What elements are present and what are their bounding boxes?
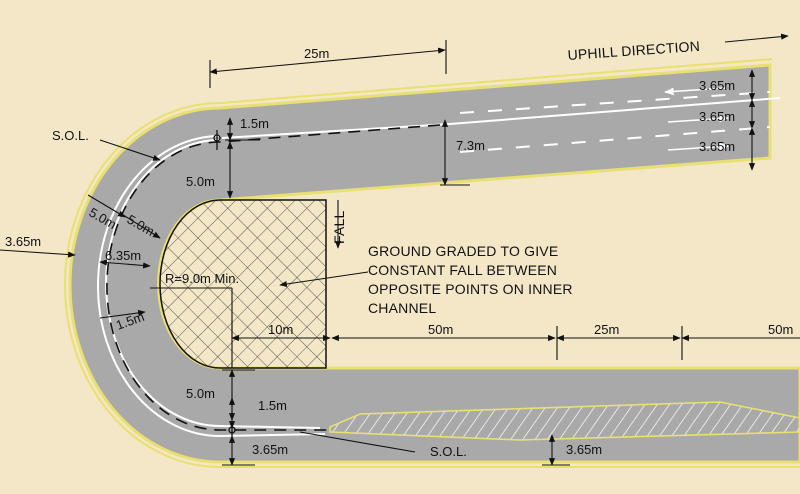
dim-top-5-0: 5.0m xyxy=(186,174,215,189)
note-line-1: GROUND GRADED TO GIVE xyxy=(368,243,558,259)
dim-low-1-5: 1.5m xyxy=(258,398,287,413)
sol-line xyxy=(106,124,441,431)
road-surface xyxy=(68,63,800,464)
note-line-2: CONSTANT FALL BETWEEN xyxy=(368,262,557,278)
sol-label-top: S.O.L. xyxy=(52,128,89,143)
dimension-lines xyxy=(0,33,800,466)
dim-low-5-0: 5.0m xyxy=(186,386,215,401)
dim-left-6-35: 6.35m xyxy=(105,248,141,263)
tapered-island xyxy=(329,401,800,441)
dim-top-1-5: 1.5m xyxy=(240,116,269,131)
dim-bot-10: 10m xyxy=(268,322,293,337)
top-lane-line xyxy=(221,97,781,139)
radius-label: R=9.0m Min. xyxy=(165,271,239,286)
traffic-arrows xyxy=(664,87,729,151)
sight-marker-icons xyxy=(213,130,236,440)
top-dashed-line-2 xyxy=(459,126,771,153)
top-dashed-line-1 xyxy=(459,91,771,114)
note-line-4: CHANNEL xyxy=(368,300,436,316)
dim-low-3-65b: 3.65m xyxy=(566,442,602,457)
sol-label-bottom: S.O.L. xyxy=(430,444,467,459)
dim-lane1: 3.65m xyxy=(699,78,735,93)
direction-label: UPHILL DIRECTION xyxy=(567,38,700,63)
dim-left-3-65: 3.65m xyxy=(5,234,41,249)
graded-ground-area xyxy=(159,199,327,369)
curve-lane-line-1 xyxy=(97,135,326,438)
dim-7-3: 7.3m xyxy=(456,138,485,153)
dim-lane2: 3.65m xyxy=(699,109,735,124)
dim-low-3-65a: 3.65m xyxy=(252,442,288,457)
dim-bot-50a: 50m xyxy=(428,322,453,337)
fall-label: FALL xyxy=(331,210,347,244)
dim-bot-25: 25m xyxy=(594,322,619,337)
outer-edge-line-top xyxy=(219,58,773,104)
outer-edge-line xyxy=(64,102,800,468)
dim-top-25: 25m xyxy=(304,46,329,61)
note-line-3: OPPOSITE POINTS ON INNER xyxy=(368,281,573,297)
dim-lane3: 3.65m xyxy=(699,139,735,154)
dim-bot-50b: 50m xyxy=(768,322,793,337)
